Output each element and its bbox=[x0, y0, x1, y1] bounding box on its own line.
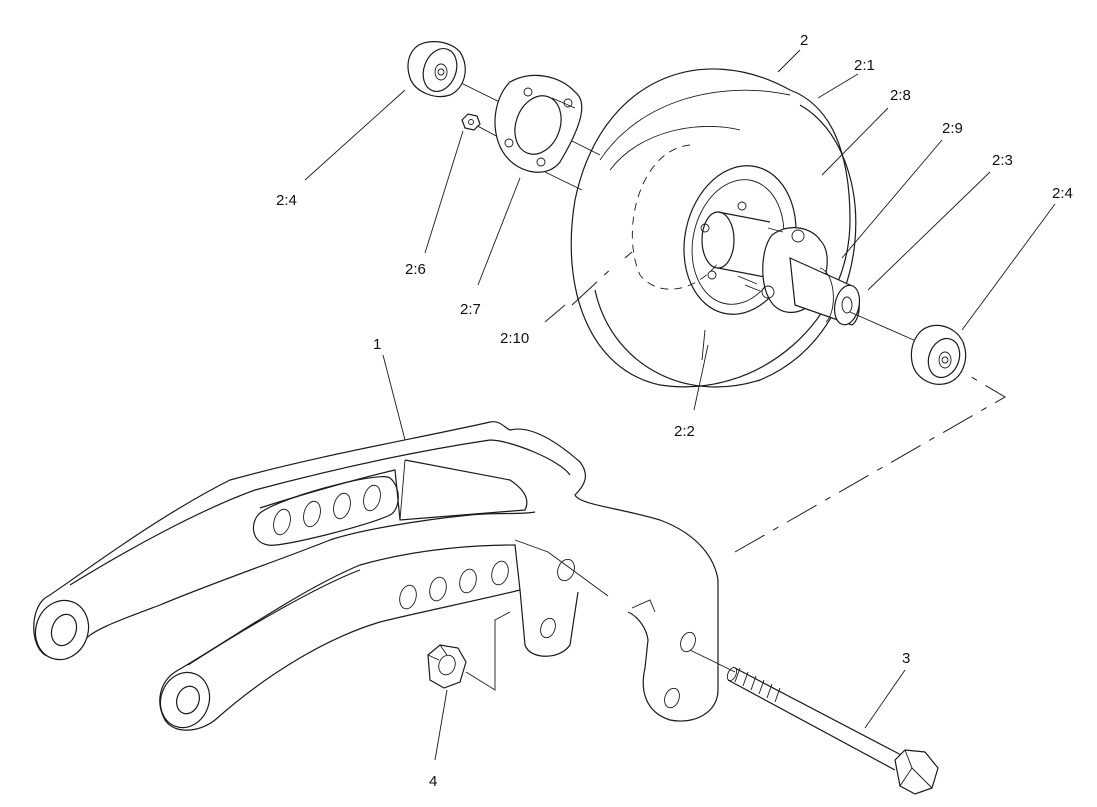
bearing-left bbox=[407, 41, 466, 98]
callout-2-4-right: 2:4 bbox=[1052, 185, 1073, 202]
callout-2-10: 2:10 bbox=[500, 330, 529, 347]
callout-2-8: 2:8 bbox=[890, 87, 911, 104]
callout-3: 3 bbox=[902, 650, 910, 667]
callout-2-4-left: 2:4 bbox=[276, 192, 297, 209]
callout-2-7: 2:7 bbox=[460, 301, 481, 318]
callout-2-6: 2:6 bbox=[405, 261, 426, 278]
callout-2-2: 2:2 bbox=[674, 423, 695, 440]
bearing-right bbox=[910, 324, 967, 385]
fork-arm bbox=[33, 421, 719, 731]
small-nut bbox=[461, 113, 481, 131]
callout-2-1: 2:1 bbox=[854, 57, 875, 74]
callout-4: 4 bbox=[429, 773, 437, 790]
callout-1: 1 bbox=[373, 336, 381, 353]
bolt bbox=[726, 666, 939, 795]
callout-2-9: 2:9 bbox=[942, 120, 963, 137]
wheel-assembly bbox=[570, 68, 861, 388]
nut bbox=[427, 644, 467, 689]
callout-2: 2 bbox=[800, 32, 808, 49]
callout-2-3: 2:3 bbox=[992, 152, 1013, 169]
flange-plate bbox=[494, 74, 583, 173]
